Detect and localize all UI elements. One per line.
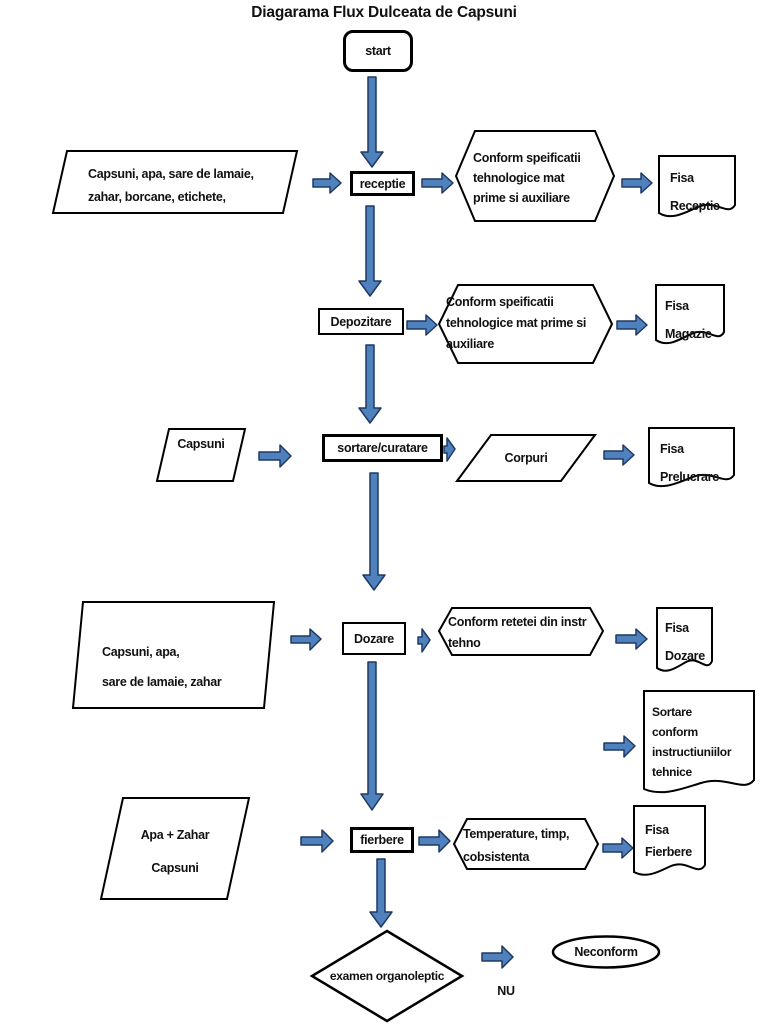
arrow-dozare-to-fierbere-icon — [359, 661, 385, 811]
arrow-input-to-fierbere-icon — [300, 829, 334, 853]
arrow-dozare-to-check-icon — [417, 627, 431, 654]
check-hexagon-dozare: Conform retetei din instr tehno — [437, 607, 605, 656]
check-depozitare-line2: tehnologice mat prime si — [446, 316, 587, 330]
doc-dozare-line1: Fisa — [665, 621, 689, 635]
terminal-neconform-label: Neconform — [574, 944, 638, 959]
doc-prelucrare-line1: Fisa — [660, 442, 684, 456]
decision-examen-label: examen organoleptic — [329, 968, 445, 983]
arrow-sortare-to-corpuri-icon — [443, 436, 456, 463]
doc-receptie-line2: Receptie — [670, 199, 720, 213]
check-hexagon-fierbere: Temperature, timp, cobsistenta — [452, 818, 600, 870]
doc-prelucrare-line2: Prelucrare — [660, 470, 719, 484]
doc-sortare-instr-line2: conform — [652, 725, 698, 739]
process-receptie-label: receptie — [359, 176, 406, 191]
page-title: Diagarama Flux Dulceata de Capsuni — [251, 4, 517, 21]
doc-sortare-instr-line1: Sortare — [652, 705, 692, 719]
check-receptie-line1: Conform speificatii — [473, 151, 581, 165]
document-sortare-instructiuni: Sortare conform instructiuniilor tehnice — [643, 690, 755, 797]
input-parallelogram-capsuni: Capsuni — [155, 428, 247, 482]
input-parallelogram-dozare: Capsuni, apa, sare de lamaie, zahar — [71, 601, 276, 709]
process-dozare: Dozare — [342, 622, 406, 655]
arrow-check-to-doc-magazie-icon — [616, 314, 648, 336]
process-receptie: receptie — [350, 171, 415, 196]
arrow-check-to-doc-dozare-icon — [615, 628, 648, 650]
arrow-input-to-receptie-icon — [312, 172, 342, 194]
doc-fierbere-line1: Fisa — [645, 823, 669, 837]
doc-dozare-line2: Dozare — [665, 649, 705, 663]
doc-sortare-instr-line3: instructiuniilor — [652, 745, 732, 759]
doc-magazie-line1: Fisa — [665, 299, 689, 313]
arrow-capsuni-to-sortare-icon — [258, 444, 292, 468]
doc-sortare-instr-line4: tehnice — [652, 765, 692, 779]
check-fierbere-line2: cobsistenta — [463, 850, 530, 864]
output-parallelogram-corpuri: Corpuri — [455, 434, 597, 482]
doc-fierbere-line2: Fierbere — [645, 845, 692, 859]
input-parallelogram-fierbere: Apa + Zahar Capsuni — [99, 797, 251, 900]
input-receptie-line2: zahar, borcane, etichete, — [88, 190, 226, 204]
decision-examen-organoleptic: examen organoleptic — [309, 929, 465, 1023]
document-fisa-dozare: Fisa Dozare — [656, 607, 713, 677]
doc-magazie-line2: Magazie — [665, 327, 712, 341]
arrow-input-to-dozare-icon — [290, 628, 322, 651]
check-receptie-line3: prime si auxiliare — [473, 191, 570, 205]
check-receptie-line2: tehnologice mat — [473, 171, 565, 185]
arrow-check-to-doc-fierbere-icon — [602, 837, 634, 859]
arrow-receptie-to-check-icon — [421, 172, 454, 194]
input-capsuni-label: Capsuni — [177, 437, 225, 451]
arrow-sortare-to-dozare-icon — [361, 472, 387, 591]
process-depozitare-label: Depozitare — [330, 314, 392, 329]
document-fisa-prelucrare: Fisa Prelucrare — [648, 427, 735, 491]
process-depozitare: Depozitare — [318, 308, 404, 335]
arrow-fierbere-to-check-icon — [418, 829, 451, 853]
arrow-corpuri-to-doc-prelucrare-icon — [603, 444, 635, 466]
process-fierbere-label: fierbere — [360, 833, 404, 847]
arrow-depozitare-to-sortare-icon — [357, 344, 383, 424]
document-fisa-receptie: Fisa Receptie — [658, 155, 736, 221]
check-dozare-line1: Conform retetei din instr — [448, 615, 587, 629]
check-dozare-line2: tehno — [448, 636, 481, 650]
check-fierbere-line1: Temperature, timp, — [463, 827, 570, 841]
process-fierbere: fierbere — [350, 827, 414, 853]
arrow-fierbere-to-examen-icon — [368, 858, 394, 928]
arrow-start-to-receptie-icon — [359, 76, 385, 168]
input-parallelogram-receptie: Capsuni, apa, sare de lamaie, zahar, bor… — [51, 150, 299, 214]
input-receptie-line1: Capsuni, apa, sare de lamaie, — [88, 167, 254, 181]
doc-receptie-line1: Fisa — [670, 171, 694, 185]
check-hexagon-receptie: Conform speificatii tehnologice mat prim… — [454, 130, 616, 222]
arrow-check-to-doc-receptie-icon — [621, 172, 653, 194]
input-dozare-line2: sare de lamaie, zahar — [102, 675, 222, 689]
start-label: start — [365, 44, 391, 58]
arrow-depozitare-to-check-icon — [406, 314, 438, 336]
check-depozitare-line1: Conform speificatii — [446, 295, 554, 309]
input-dozare-line1: Capsuni, apa, — [102, 645, 180, 659]
input-fierbere-line1: Apa + Zahar — [140, 828, 210, 842]
check-depozitare-line3: auxiliare — [446, 337, 495, 351]
arrow-examen-to-neconform-icon — [481, 945, 514, 969]
output-corpuri-label: Corpuri — [504, 450, 548, 465]
process-sortare-label: sortare/curatare — [337, 441, 428, 455]
arrow-receptie-to-depozitare-icon — [357, 205, 383, 297]
process-sortare-curatare: sortare/curatare — [322, 434, 443, 462]
start-node: start — [343, 30, 413, 72]
document-fisa-magazie: Fisa Magazie — [655, 284, 725, 348]
terminal-neconform: Neconform — [551, 935, 661, 969]
document-fisa-fierbere: Fisa Fierbere — [633, 805, 706, 881]
branch-label-nu: NU — [497, 984, 515, 998]
process-dozare-label: Dozare — [354, 631, 394, 646]
check-hexagon-depozitare: Conform speificatii tehnologice mat prim… — [437, 284, 614, 364]
arrow-to-doc-sortare-instructiuni-icon — [603, 735, 636, 758]
input-fierbere-line2: Capsuni — [151, 861, 199, 875]
